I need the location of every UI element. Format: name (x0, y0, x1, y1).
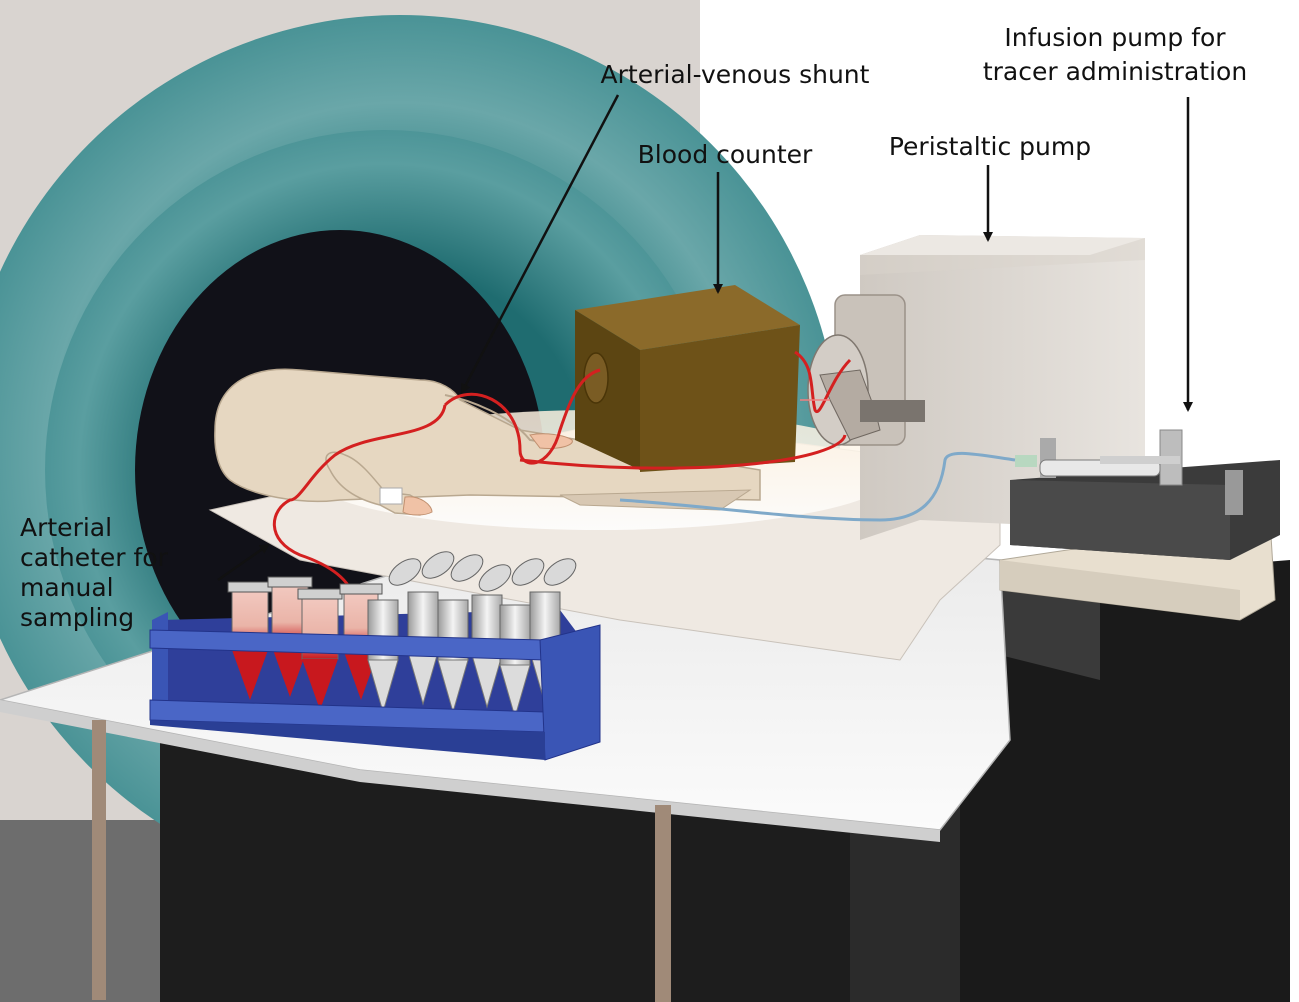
label-infusion-pump-line1: Infusion pump for (1004, 23, 1226, 52)
label-av-shunt: Arterial-venous shunt (601, 60, 870, 89)
syringe-infusion-pump-icon (999, 429, 1280, 621)
label-arterial-catheter-line4: sampling (20, 603, 134, 632)
annotation-arrows (217, 94, 1193, 582)
label-arterial-catheter-line2: catheter for (20, 543, 169, 572)
label-peristaltic-pump: Peristaltic pump (889, 132, 1091, 161)
label-blood-counter: Blood counter (638, 140, 813, 169)
sample-tube-rack-icon (149, 551, 601, 761)
labels: Infusion pump for tracer administration … (20, 23, 1247, 632)
blood-counter-icon (575, 285, 800, 472)
label-infusion-pump-line2: tracer administration (983, 57, 1247, 86)
label-arterial-catheter-line1: Arterial (20, 513, 112, 542)
label-arterial-catheter-line3: manual (20, 573, 114, 602)
tubing (272, 350, 1016, 601)
